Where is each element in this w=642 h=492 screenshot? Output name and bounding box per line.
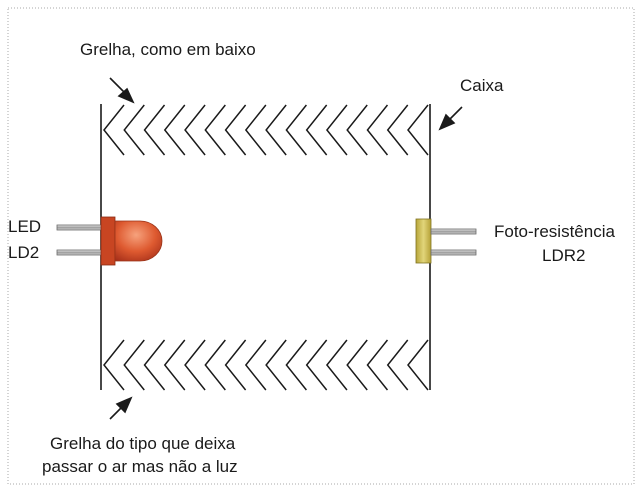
grille-chevron bbox=[163, 104, 186, 156]
grille-chevron bbox=[407, 339, 429, 391]
ldr-label: Foto-resistência bbox=[494, 222, 615, 241]
led-component bbox=[56, 216, 163, 266]
led-designator: LD2 bbox=[8, 243, 40, 262]
ldr-lead-1 bbox=[430, 228, 477, 235]
grille-chevron bbox=[163, 339, 186, 391]
led-lead-2 bbox=[56, 249, 104, 256]
bottom-grille bbox=[103, 339, 429, 391]
grille-chevron bbox=[244, 104, 267, 156]
grille-chevron bbox=[224, 339, 247, 391]
grille-chevron bbox=[305, 339, 328, 391]
grille-chevron bbox=[184, 339, 206, 391]
grille-chevron bbox=[325, 104, 348, 156]
page-frame bbox=[7, 7, 635, 485]
grille-chevron bbox=[123, 104, 145, 156]
top-grille bbox=[103, 104, 429, 156]
grille-chevron bbox=[265, 339, 287, 391]
grille-chevron bbox=[224, 104, 247, 156]
grille-chevron bbox=[143, 104, 166, 156]
led-lead-1 bbox=[56, 224, 104, 231]
bottom-grille-label-line1: Grelha do tipo que deixa bbox=[50, 434, 236, 453]
grille-chevron bbox=[244, 339, 267, 391]
box-arrow bbox=[438, 106, 463, 131]
grille-chevron bbox=[325, 339, 348, 391]
ldr-body bbox=[415, 218, 432, 264]
top-grille-label: Grelha, como em baixo bbox=[80, 40, 256, 59]
grille-chevron bbox=[285, 339, 307, 391]
grille-chevron bbox=[123, 339, 145, 391]
grille-chevron bbox=[143, 339, 166, 391]
led-dome bbox=[114, 220, 163, 262]
bottom-grille-arrow bbox=[109, 396, 133, 420]
grille-chevron bbox=[285, 104, 307, 156]
box-label: Caixa bbox=[460, 76, 504, 95]
top-grille-arrow bbox=[109, 77, 135, 104]
grille-chevron bbox=[204, 104, 226, 156]
grille-chevron bbox=[386, 339, 409, 391]
ldr-lead-2 bbox=[430, 249, 477, 256]
grille-chevron bbox=[386, 104, 409, 156]
grille-chevron bbox=[366, 339, 389, 391]
ldr-component bbox=[415, 218, 477, 264]
grille-chevron bbox=[346, 104, 368, 156]
grille-chevron bbox=[407, 104, 429, 156]
grille-chevron bbox=[204, 339, 226, 391]
grille-chevron bbox=[103, 339, 125, 391]
grille-chevron bbox=[366, 104, 389, 156]
led-label: LED bbox=[8, 217, 42, 236]
bottom-grille-label-line2: passar o ar mas não a luz bbox=[42, 457, 238, 476]
grille-chevron bbox=[103, 104, 125, 156]
grille-chevron bbox=[184, 104, 206, 156]
led-flange bbox=[100, 216, 116, 266]
grille-chevron bbox=[346, 339, 368, 391]
ldr-designator: LDR2 bbox=[542, 246, 586, 265]
grille-chevron bbox=[305, 104, 328, 156]
grille-chevron bbox=[265, 104, 287, 156]
